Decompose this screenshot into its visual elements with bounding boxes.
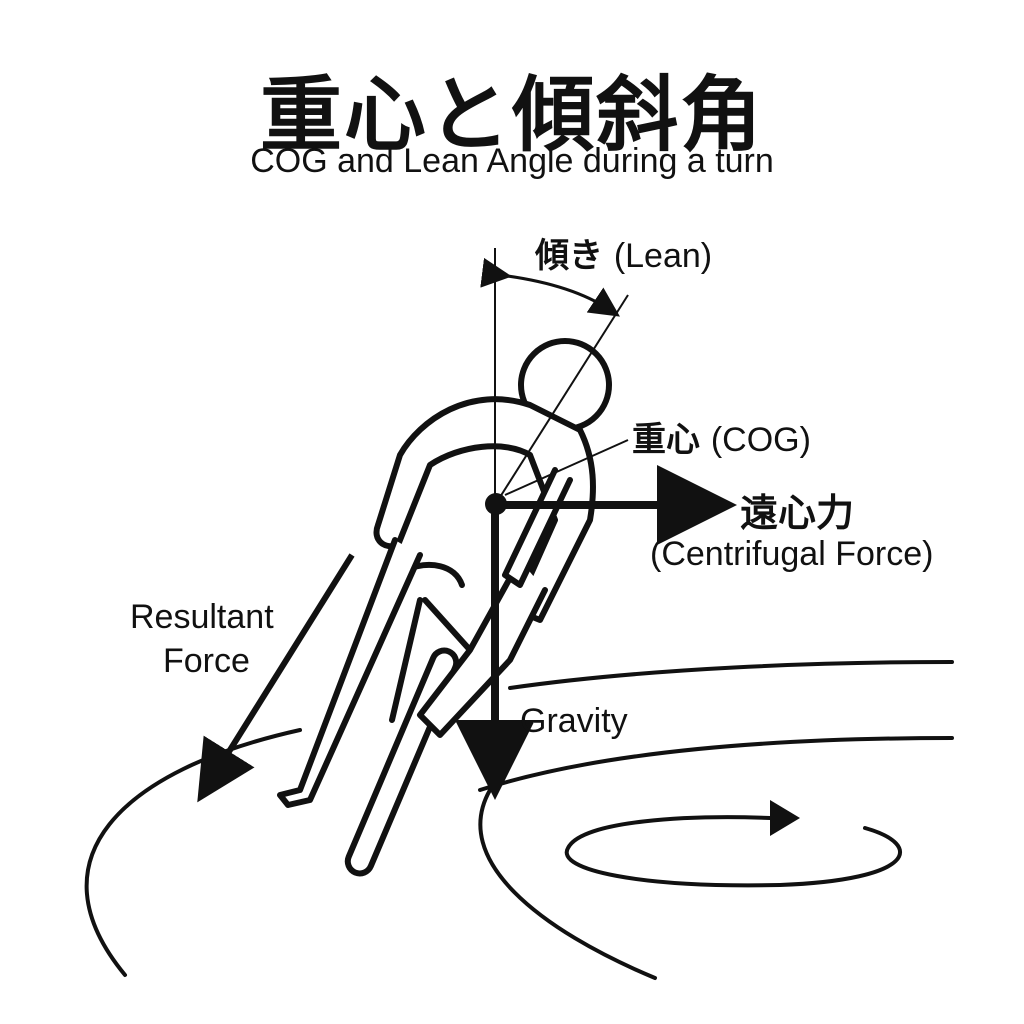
road-back-line-lower bbox=[478, 736, 954, 792]
gravity-label: Gravity bbox=[520, 702, 628, 740]
rider-arm-right bbox=[502, 467, 573, 588]
page-title: 重心と傾斜角 bbox=[259, 68, 764, 163]
turn-spiral bbox=[564, 815, 903, 888]
lean-label-jp: 傾き bbox=[535, 236, 603, 276]
cog-leader-line bbox=[504, 439, 629, 496]
road-curves bbox=[84, 660, 954, 980]
road-inner-curve bbox=[478, 788, 657, 980]
lean-axis-line bbox=[494, 294, 629, 506]
rider-torso bbox=[373, 396, 596, 623]
resultant-force-arrow bbox=[197, 553, 355, 803]
page-subtitle: COG and Lean Angle during a turn bbox=[250, 142, 774, 180]
rider bbox=[277, 338, 612, 808]
resultant-label-line1: Resultant bbox=[130, 598, 274, 636]
cog-point bbox=[485, 493, 507, 515]
resultant-label-line2: Force bbox=[163, 642, 250, 680]
turn-direction-arrowhead bbox=[770, 800, 800, 836]
rider-leg bbox=[417, 557, 548, 738]
cog-label-en: (COG) bbox=[710, 421, 811, 459]
centrifugal-label-en: (Centrifugal Force) bbox=[650, 535, 934, 573]
cog-label: 重心 (COG) bbox=[632, 412, 811, 461]
centrifugal-label-jp: 遠心力 bbox=[740, 491, 855, 535]
bike-fork bbox=[389, 597, 423, 723]
lean-angle-arc bbox=[480, 257, 620, 317]
rider-arm-left bbox=[277, 537, 423, 808]
road-back-line-upper bbox=[508, 660, 954, 690]
lean-label-en: (Lean) bbox=[613, 237, 713, 275]
lean-label: 傾き (Lean) bbox=[535, 228, 712, 277]
road-outer-curve bbox=[84, 728, 302, 977]
cog-label-jp: 重心 bbox=[632, 420, 700, 460]
